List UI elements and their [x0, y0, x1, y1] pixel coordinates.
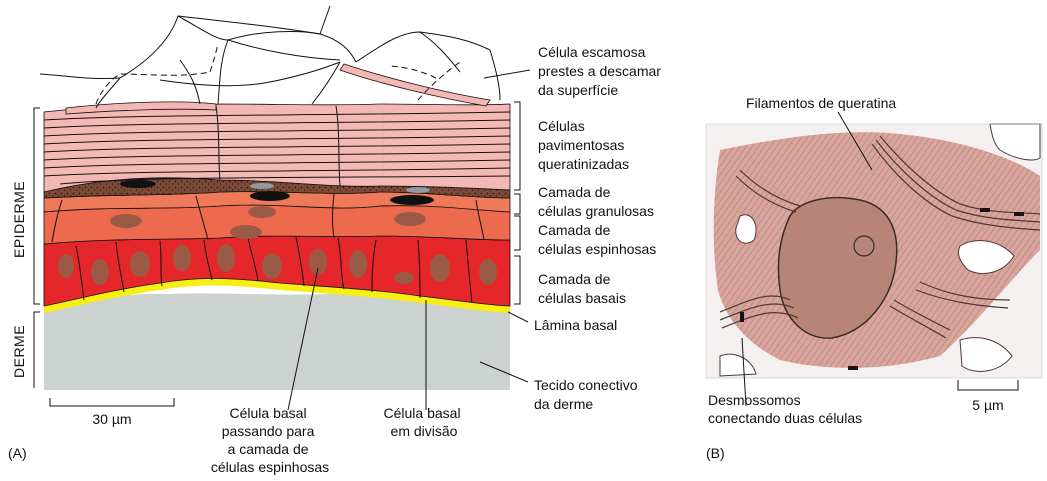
scale-bar-b-label: 5 µm: [972, 397, 1003, 413]
label-filaments: Filamentos de queratina: [746, 95, 896, 111]
label-squamous: Célula escamosa prestes a descamar da su…: [538, 44, 665, 98]
label-granular: Camada de células granulosas: [538, 184, 654, 219]
label-basal-lamina: Lâmina basal: [534, 317, 617, 333]
dermis-bracket: [34, 312, 40, 388]
right-brackets: [514, 102, 520, 304]
label-keratinized: Células pavimentosas queratinizadas: [538, 118, 629, 172]
label-connective: Tecido conectivo da derme: [534, 377, 641, 412]
label-spinous: Camada de células espinhosas: [538, 222, 656, 257]
epidermis-bracket: [34, 108, 40, 304]
label-desmosomes: Desmossomos conectando duas células: [708, 392, 862, 426]
label-basal-dividing: Célula basal em divisão: [384, 405, 465, 439]
dermis-region: [44, 293, 510, 390]
panel-a-label: (A): [8, 445, 27, 461]
epidermis-diagram: [40, 6, 510, 390]
scale-bar-b: [958, 380, 1018, 390]
panel-b-label: (B): [706, 445, 725, 461]
dermis-label: DERME: [11, 325, 27, 378]
epidermis-label: EPIDERME: [11, 181, 27, 258]
scale-bar-a-label: 30 µm: [92, 411, 131, 427]
scale-bar-a: [50, 398, 174, 406]
micrograph: [706, 124, 1042, 378]
label-basal: Camada de células basais: [538, 271, 626, 306]
label-basal-moving: Célula basal passando para a camada de c…: [211, 405, 329, 475]
